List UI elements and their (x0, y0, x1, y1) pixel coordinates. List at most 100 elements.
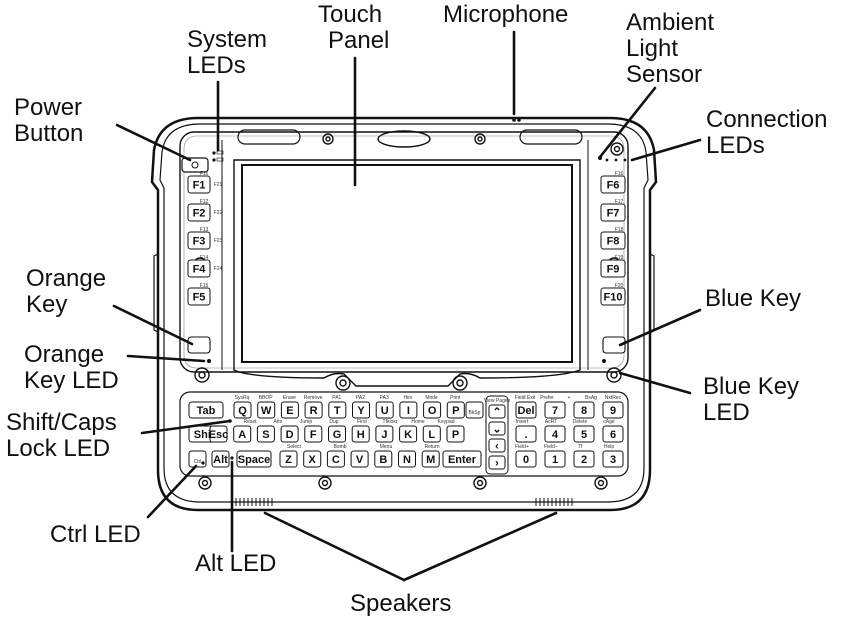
num1-2[interactable]: 8 (573, 401, 595, 419)
num1-1[interactable]: 7 (544, 401, 566, 419)
num3-3[interactable]: 3 (602, 450, 624, 468)
key-t[interactable]: T (328, 401, 347, 419)
nav-column (485, 395, 509, 475)
num1-0[interactable]: Del (515, 401, 537, 419)
fkey-f8[interactable]: F8 (600, 231, 626, 250)
ctrl-key[interactable]: Ctrl (188, 450, 207, 468)
num1-0-label: Del (517, 405, 534, 417)
key2-4[interactable]: F (304, 425, 323, 443)
bksp-key[interactable]: BkSp (465, 401, 484, 419)
key3-m[interactable]: M (421, 450, 440, 468)
key-e[interactable]: E (280, 401, 299, 419)
top-label-4: PA1 (332, 395, 341, 401)
num2-2-label: 5 (581, 429, 587, 441)
key3-b[interactable]: B (374, 450, 393, 468)
key3-v[interactable]: V (350, 450, 369, 468)
ambient-light-sensor-label: Ambient Light Sensor (626, 9, 721, 88)
nav-key-1-label: ⌄ (492, 424, 501, 436)
top-label-5: PA2 (356, 395, 365, 401)
ctrl-led (201, 461, 205, 465)
key2-10-label: P (452, 429, 459, 441)
key2-4-label: F (310, 429, 317, 441)
fkey-f9[interactable]: F9 (600, 259, 626, 278)
key3-v-label: V (356, 454, 364, 466)
num2-0[interactable]: . (515, 425, 537, 443)
key2-5[interactable]: G (328, 425, 346, 443)
num2-1[interactable]: 4 (544, 425, 566, 443)
key3-c[interactable]: C (326, 450, 345, 468)
touch-panel[interactable] (233, 159, 581, 387)
key-o[interactable]: O (423, 401, 442, 419)
ctrl-key-label: Ctrl (194, 459, 202, 465)
key3-n[interactable]: N (398, 450, 416, 468)
num-mid-label-0: Insert (516, 419, 529, 425)
top-label-1: BBOP (259, 395, 274, 401)
nav-key-2[interactable]: ‹ (488, 438, 506, 453)
power-button-label: Power Button (14, 94, 89, 147)
fkey-f5[interactable]: F5 (187, 287, 211, 306)
key-r[interactable]: R (304, 401, 323, 419)
space-key-label: Space (238, 454, 270, 466)
nav-key-3[interactable]: › (488, 455, 506, 470)
key2-6[interactable]: H (351, 425, 370, 443)
num2-3[interactable]: 6 (602, 425, 624, 443)
fkey-f8-label: F8 (607, 236, 620, 248)
fkey-f2[interactable]: F2 (187, 203, 211, 222)
key2-7[interactable]: J (375, 425, 394, 443)
key2-5-label: G (333, 429, 342, 441)
fkey-f7[interactable]: F7 (600, 203, 626, 222)
num1-3[interactable]: 9 (602, 401, 624, 419)
num3-0[interactable]: 0 (515, 450, 537, 468)
fkey-f6[interactable]: F6 (600, 175, 626, 194)
top-label-8: Mode (425, 395, 438, 401)
nav-key-3-label: › (495, 458, 499, 470)
key-u[interactable]: U (375, 401, 394, 419)
fkey-side-f21: F21 (214, 182, 223, 188)
fkey-alt-f16: F16 (200, 171, 209, 177)
space-key[interactable]: Space (236, 450, 272, 468)
fkey-f7-label: F7 (607, 208, 620, 220)
key2-10[interactable]: P (446, 425, 465, 443)
key-u-label: U (381, 405, 389, 417)
blue-key[interactable] (602, 336, 626, 354)
orange-key-led (207, 359, 211, 363)
key3-z[interactable]: Z (279, 450, 298, 468)
nav-key-0[interactable]: ⌃ (488, 404, 506, 419)
key2-3[interactable]: D (280, 425, 299, 443)
alt-key[interactable]: Alt (211, 450, 230, 468)
key-y[interactable]: Y (352, 401, 370, 419)
row2-label-7: Keypad (438, 419, 455, 425)
key-w[interactable]: W (257, 401, 276, 419)
power-button[interactable] (181, 157, 209, 173)
fkey-alt-f17: F17 (615, 199, 624, 205)
key2-9[interactable]: L (422, 425, 441, 443)
enter-key[interactable]: Enter (442, 450, 482, 468)
key2-8[interactable]: K (399, 425, 418, 443)
fkey-f4[interactable]: F4 (187, 259, 211, 278)
fkey-side-f23: F23 (214, 238, 223, 244)
enter-key-label: Enter (448, 454, 477, 466)
num2-3-label: 6 (610, 429, 616, 441)
key2-0[interactable]: Esc (209, 425, 229, 443)
key-q[interactable]: Q (233, 401, 252, 419)
key-i[interactable]: I (399, 401, 418, 419)
key2-1[interactable]: A (233, 425, 252, 443)
fkey-f1[interactable]: F1 (187, 175, 211, 194)
top-slot-right (519, 129, 583, 145)
fkey-f3[interactable]: F3 (187, 231, 211, 250)
num2-2[interactable]: 5 (573, 425, 595, 443)
fkey-alt-f13: F13 (200, 227, 209, 233)
nav-key-1[interactable]: ⌄ (488, 421, 506, 436)
key2-2[interactable]: S (256, 425, 275, 443)
key2-3-label: D (286, 429, 294, 441)
fkey-f10[interactable]: F10 (600, 287, 626, 306)
key-p[interactable]: P (446, 401, 465, 419)
key3-x[interactable]: X (303, 450, 322, 468)
tab-key[interactable]: Tab (188, 401, 224, 419)
connection-leds-label: Connection LEDs (706, 106, 834, 159)
row2-label-4: First (357, 419, 367, 425)
orange-key[interactable] (187, 336, 211, 354)
num3-2[interactable]: 2 (573, 450, 595, 468)
num3-1[interactable]: 1 (544, 450, 566, 468)
